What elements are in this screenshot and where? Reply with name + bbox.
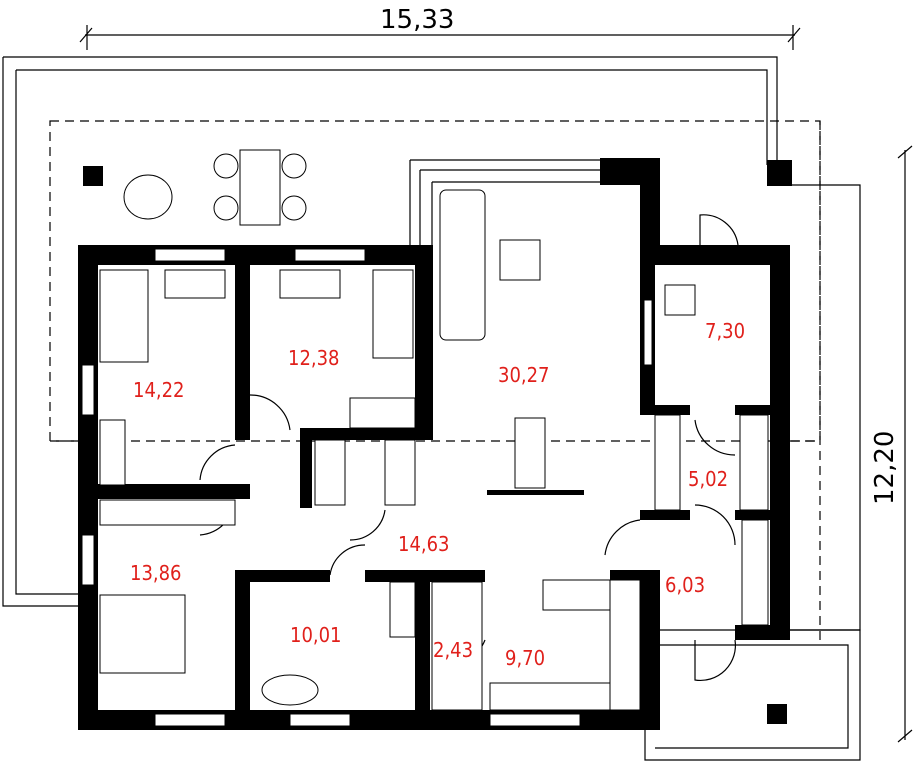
terrace-table — [213, 149, 307, 226]
porch-outline — [644, 629, 861, 761]
width-dimension — [79, 25, 801, 50]
room-area-bedroom-1: 14,22 — [133, 378, 185, 402]
room-area-living-room: 30,27 — [498, 363, 550, 387]
room-area-bedroom-2: 12,38 — [288, 346, 340, 370]
terrace-outline — [2, 56, 778, 607]
room-area-pantry: 2,43 — [433, 638, 473, 662]
room-area-bathroom: 10,01 — [290, 623, 342, 647]
furniture — [99, 189, 696, 711]
room-area-entrance: 6,03 — [665, 573, 705, 597]
column — [83, 166, 103, 186]
room-area-master-bedroom: 13,86 — [130, 561, 182, 585]
lounge-chair-icon — [123, 174, 173, 220]
depth-dimension-label: 12,20 — [870, 431, 900, 505]
wardrobes — [99, 397, 769, 711]
room-area-wardrobe: 5,02 — [688, 467, 728, 491]
width-dimension-label: 15,33 — [380, 5, 454, 35]
room-area-utility-room: 7,30 — [705, 319, 745, 343]
column — [767, 704, 787, 724]
column — [767, 160, 792, 186]
windows — [81, 248, 653, 727]
room-area-hall: 14,63 — [398, 532, 450, 556]
room-area-kitchen: 9,70 — [505, 646, 545, 670]
depth-dimension — [897, 145, 913, 743]
roof-outline — [49, 120, 821, 442]
